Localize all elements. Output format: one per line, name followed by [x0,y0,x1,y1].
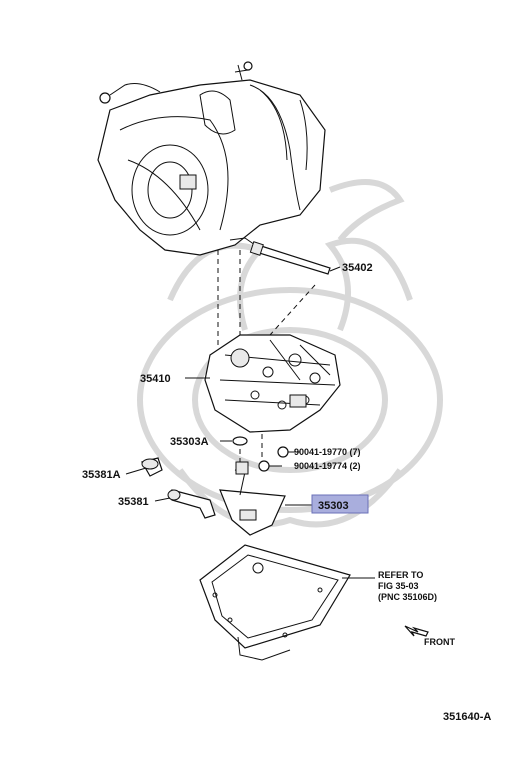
refer-note-line3: (PNC 35106D) [378,592,437,602]
label-35381a: 35381A [82,469,121,481]
label-35303a: 35303A [170,436,209,448]
part-35303a-o-ring [220,436,248,446]
transmission-case [97,61,326,256]
label-35381: 35381 [118,496,149,508]
part-35381-pipe [154,489,216,519]
refer-note-line1: REFER TO [378,570,423,580]
part-35303-strainer [219,461,312,536]
oil-pan [199,544,375,661]
front-label: FRONT [424,637,455,647]
part-90041-bolts [258,446,300,472]
label-35303: 35303 [318,500,349,512]
part-35402-bolt [249,241,341,275]
refer-note-line2: FIG 35-03 [378,581,419,591]
part-35410-valve-body [185,334,341,433]
label-35410: 35410 [140,373,171,385]
highlight-35303 [311,494,369,514]
label-35402: 35402 [342,262,373,274]
part-35381a-elbow [125,457,163,477]
front-arrow-icon [404,625,429,637]
label-90041-19770: 90041-19770 (7) [294,447,361,457]
figure-id: 351640-A [443,711,491,723]
label-90041-19774: 90041-19774 (2) [294,461,361,471]
